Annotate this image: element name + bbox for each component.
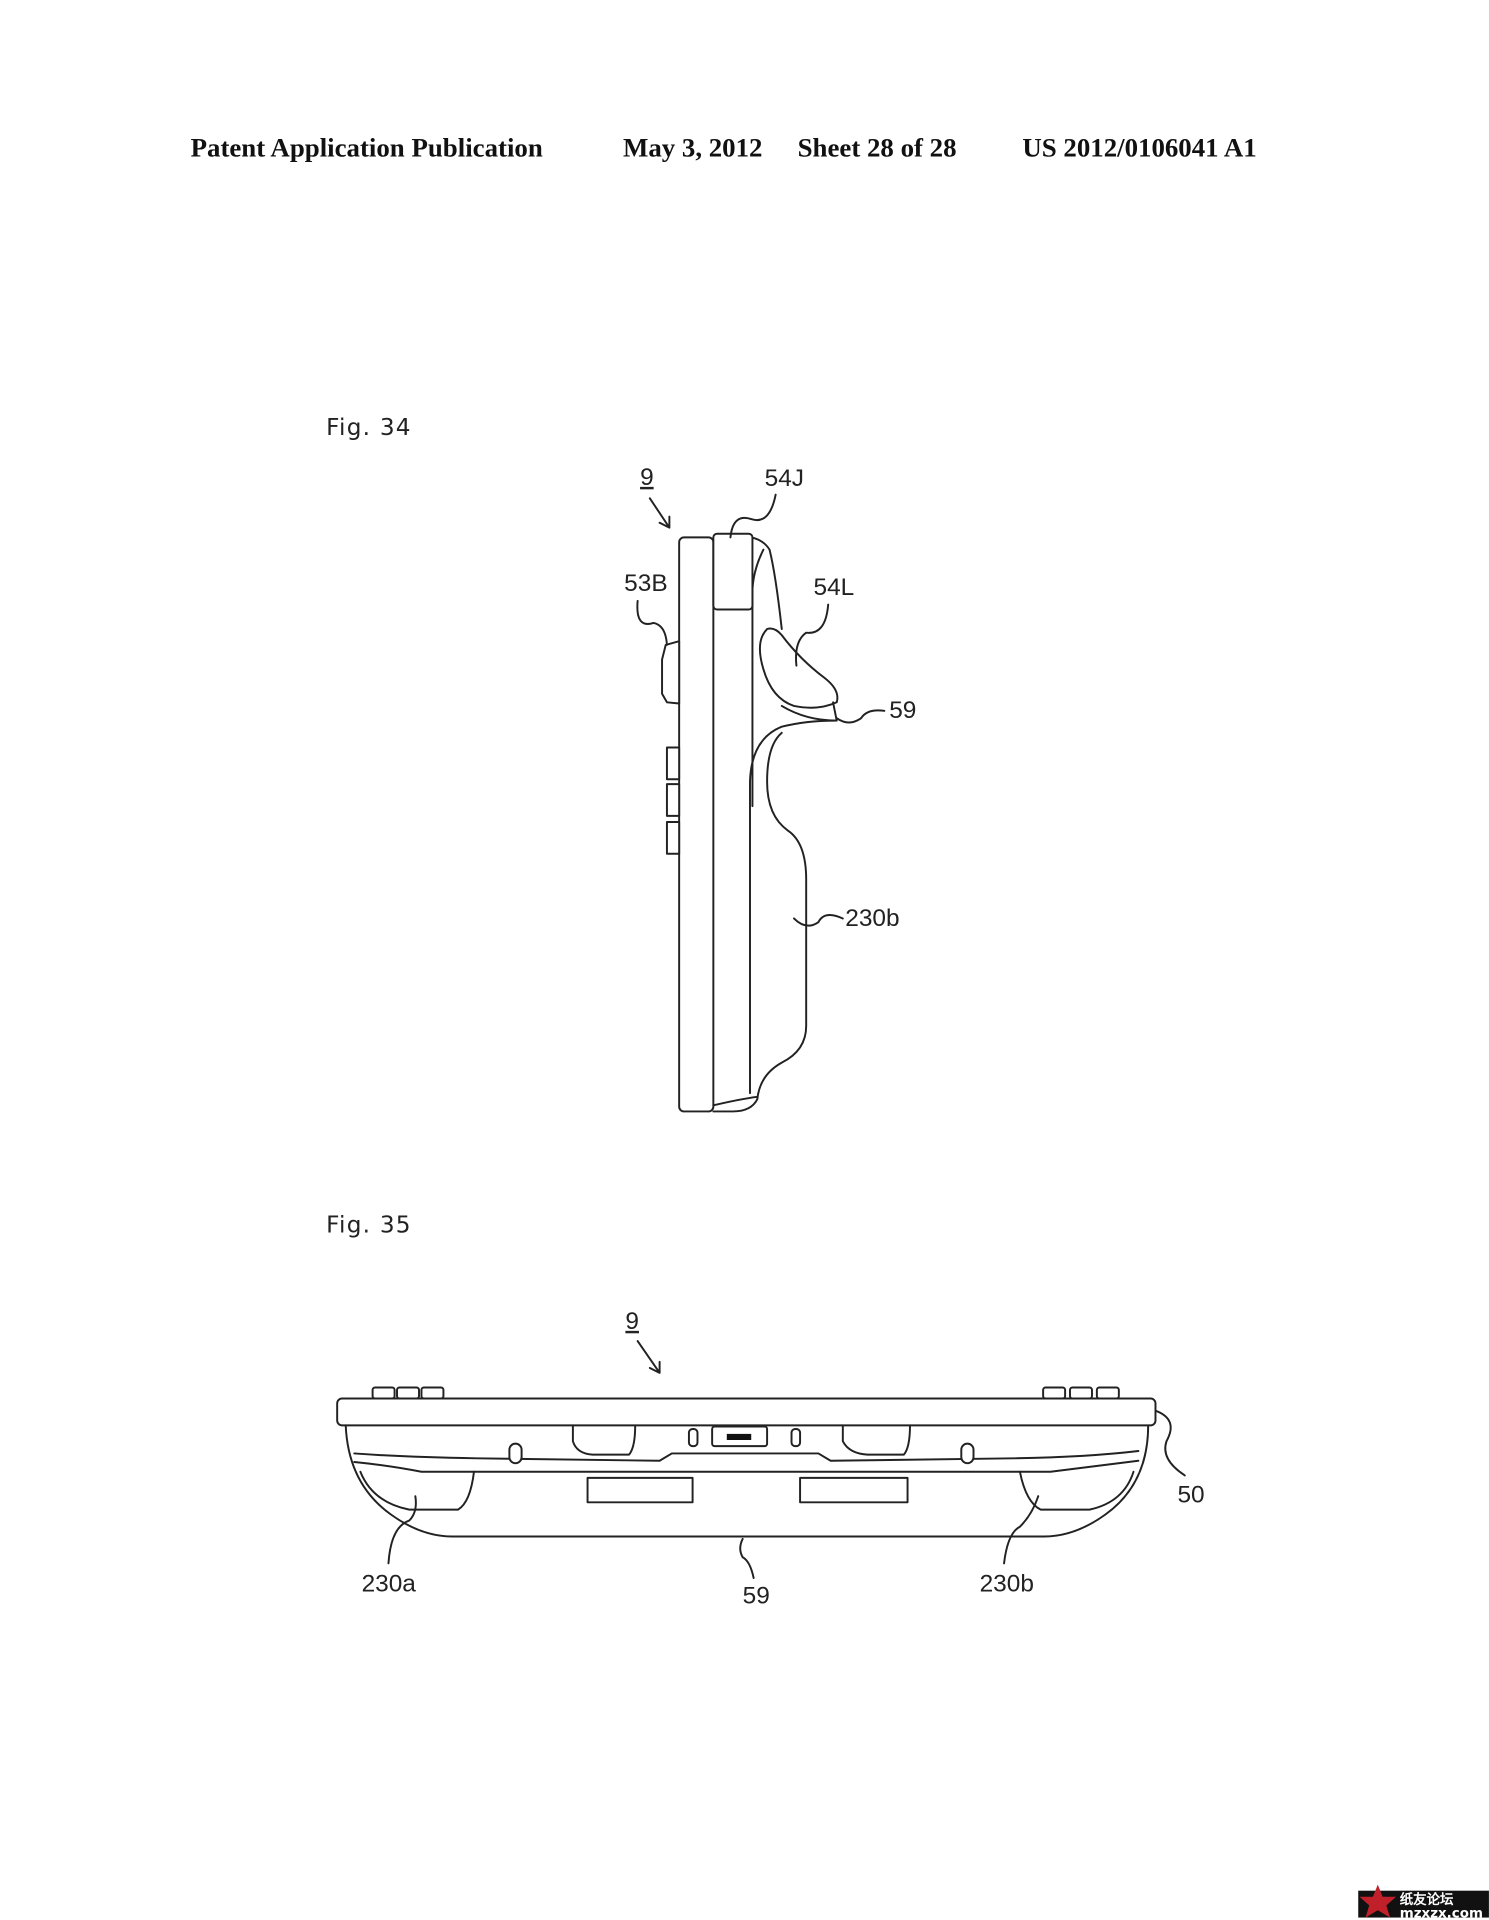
leader-line bbox=[739, 1537, 755, 1579]
leader-line bbox=[1003, 1495, 1040, 1565]
leader-line bbox=[792, 914, 844, 927]
leader-line bbox=[729, 493, 777, 539]
figure-35-bottom-view-drawing bbox=[336, 1386, 1157, 1538]
ref-59-fig34: 59 bbox=[889, 697, 916, 724]
ref-230a: 230a bbox=[362, 1570, 417, 1597]
figure-34-label: Fig. 34 bbox=[326, 414, 412, 441]
figure-34-side-view-drawing bbox=[661, 532, 839, 1113]
leader-line bbox=[636, 599, 668, 646]
watermark-url: mzxzx.com bbox=[1400, 1907, 1483, 1920]
ref-230b-fig35: 230b bbox=[980, 1570, 1034, 1597]
leader-line bbox=[835, 709, 886, 724]
publication-date: May 3, 2012 bbox=[623, 132, 763, 162]
sheet-number: Sheet 28 of 28 bbox=[798, 132, 957, 162]
publication-number: US 2012/0106041 A1 bbox=[1022, 132, 1256, 162]
leader-line bbox=[1154, 1409, 1186, 1477]
ref-54L: 54L bbox=[814, 574, 855, 601]
ref-9-fig34: 9 bbox=[640, 464, 654, 491]
reference-arrow-icon bbox=[648, 497, 671, 529]
reference-arrow-icon bbox=[636, 1340, 661, 1374]
leader-line bbox=[795, 603, 830, 667]
ref-230b-fig34: 230b bbox=[845, 905, 899, 932]
forum-watermark-logo: 纸友论坛 mzxzx.com bbox=[1358, 1884, 1489, 1920]
watermark-text: 纸友论坛 bbox=[1400, 1891, 1454, 1908]
ref-59-fig35: 59 bbox=[743, 1583, 770, 1610]
figure-35-label: Fig. 35 bbox=[326, 1211, 412, 1238]
ref-54J: 54J bbox=[765, 465, 804, 492]
ref-53B: 53B bbox=[624, 570, 667, 597]
ref-50: 50 bbox=[1177, 1481, 1204, 1508]
leader-line bbox=[387, 1495, 417, 1565]
ref-9-fig35: 9 bbox=[625, 1308, 639, 1335]
publication-title: Patent Application Publication bbox=[191, 132, 543, 162]
star-icon bbox=[1359, 1884, 1397, 1918]
